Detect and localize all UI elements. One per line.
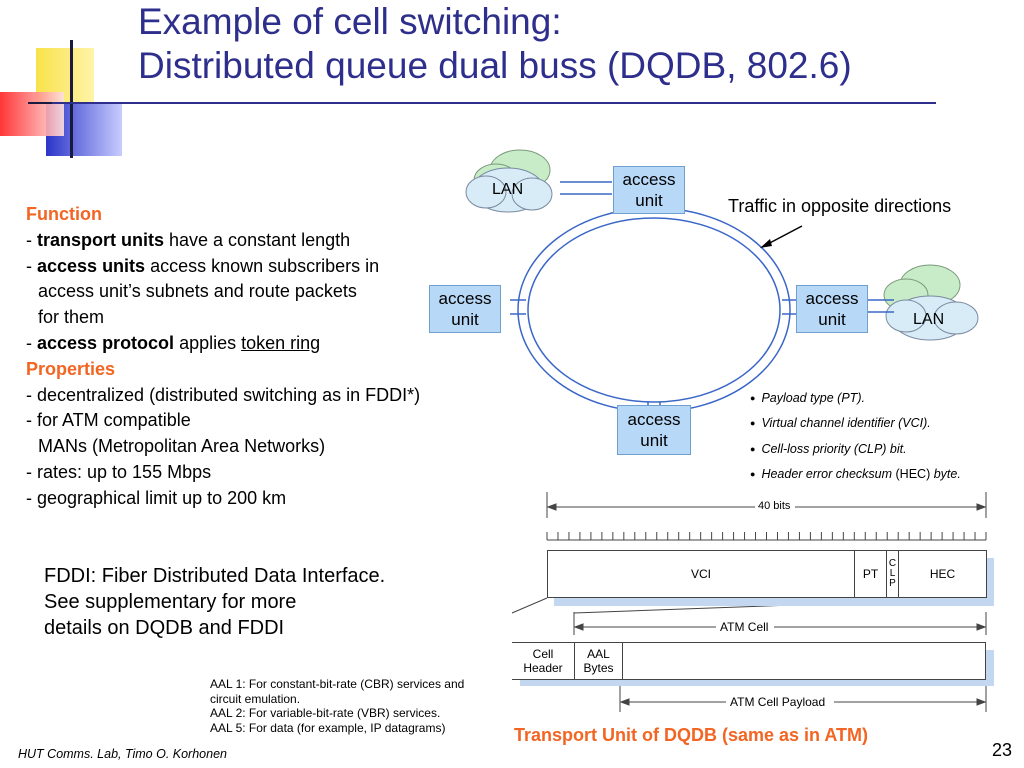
function-item-2-line-3: for them — [38, 307, 105, 328]
atm-cell-box: Cell Header AAL Bytes — [512, 642, 986, 680]
atm-cell-label: ATM Cell — [720, 620, 769, 634]
function-item-1: - transport units have a constant length — [26, 229, 351, 250]
function-item-3: - access protocol applies token ring — [26, 332, 321, 353]
function-properties-text: Function - transport units have a consta… — [26, 202, 420, 512]
access-unit-left: access unit — [429, 285, 501, 333]
decorative-logo — [0, 40, 128, 158]
aal-note-line-2: circuit emulation. — [210, 691, 301, 706]
footer-credit: HUT Comms. Lab, Timo O. Korhonen — [18, 747, 227, 761]
title-rule — [52, 102, 936, 104]
traffic-arrow — [760, 225, 803, 248]
function-item-2-line-2: access unit’s subnets and route packets — [38, 281, 357, 302]
page-number: 23 — [992, 740, 1013, 760]
field-hec-c: byte. — [933, 467, 961, 482]
access-unit-right: access unit — [796, 285, 868, 333]
title-line-2: Distributed queue dual buss (DQDB, 802.6… — [138, 45, 852, 86]
function-item-2-bold: access units — [37, 255, 146, 276]
aal-notes: AAL 1: For constant-bit-rate (CBR) servi… — [210, 677, 464, 735]
property-2: - for ATM compatible — [26, 410, 191, 431]
function-heading: Function — [26, 204, 102, 224]
fddi-note: FDDI: Fiber Distributed Data Interface. … — [44, 563, 385, 641]
field-vci: Virtual channel identifier (VCI). — [750, 411, 961, 436]
field-clp: Cell-loss priority (CLP) bit. — [750, 437, 961, 462]
field-hec: Header error checksum (HEC) byte. — [750, 462, 961, 487]
bit-ruler — [546, 532, 987, 541]
function-item-2-rest: access known subscribers in — [145, 255, 380, 276]
function-item-1-bold: transport units — [37, 229, 165, 250]
aal-note-line-1: AAL 1: For constant-bit-rate (CBR) servi… — [210, 677, 465, 691]
function-item-2: - access units access known subscribers … — [26, 255, 380, 276]
fddi-note-line-3: details on DQDB and FDDI — [44, 617, 285, 639]
atm-header-box: VCI PT C L P HEC — [547, 550, 987, 598]
clp-field: C L P — [886, 551, 898, 597]
dqdb-ring-diagram — [465, 149, 979, 413]
title-line-1: Example of cell switching: — [138, 1, 562, 42]
access-unit-bottom: access unit — [617, 405, 691, 455]
fddi-note-line-2: See supplementary for more — [44, 591, 297, 613]
token-ring-link[interactable]: token ring — [241, 332, 321, 353]
aal-note-line-4: AAL 5: For data (for example, IP datagra… — [210, 720, 446, 735]
field-hec-a: Header error checksum — [761, 467, 893, 482]
lan-label-right: LAN — [913, 311, 945, 328]
access-unit-top: access unit — [613, 166, 685, 214]
property-4: - geographical limit up to 200 km — [26, 487, 287, 508]
traffic-label: Traffic in opposite directions — [728, 196, 952, 216]
properties-heading: Properties — [26, 358, 116, 379]
vci-field: VCI — [690, 567, 711, 581]
bits-label: 40 bits — [758, 500, 791, 512]
transport-unit-caption: Transport Unit of DQDB (same as in ATM) — [514, 725, 869, 745]
payload-label: ATM Cell Payload — [730, 695, 826, 709]
hec-field: HEC — [898, 551, 986, 597]
function-item-3-rest: applies — [174, 332, 242, 353]
lan-label-top: LAN — [492, 181, 524, 198]
aal-bytes-field: AAL Bytes — [574, 643, 622, 679]
header-field-list: Payload type (PT). Virtual channel ident… — [750, 386, 961, 487]
property-3: - rates: up to 155 Mbps — [26, 461, 212, 482]
slide-title: Example of cell switching: Distributed q… — [138, 0, 852, 88]
function-item-3-bold: access protocol — [37, 332, 175, 353]
payload-field — [622, 643, 985, 679]
property-1: - decentralized (distributed switching a… — [26, 384, 421, 405]
pt-field: PT — [854, 551, 886, 597]
lan-cloud-top — [465, 149, 553, 213]
property-2-line-2: MANs (Metropolitan Area Networks) — [38, 436, 326, 457]
lan-cloud-right — [883, 264, 979, 341]
dual-bus-ring — [517, 207, 791, 413]
function-item-1-rest: have a constant length — [164, 229, 351, 250]
field-hec-b: (HEC) — [892, 467, 934, 482]
aal-note-line-3: AAL 2: For variable-bit-rate (VBR) servi… — [210, 706, 441, 720]
field-pt: Payload type (PT). — [750, 386, 961, 411]
fddi-note-line-1: FDDI: Fiber Distributed Data Interface. — [44, 565, 386, 587]
cell-header-field: Cell Header — [523, 647, 563, 675]
